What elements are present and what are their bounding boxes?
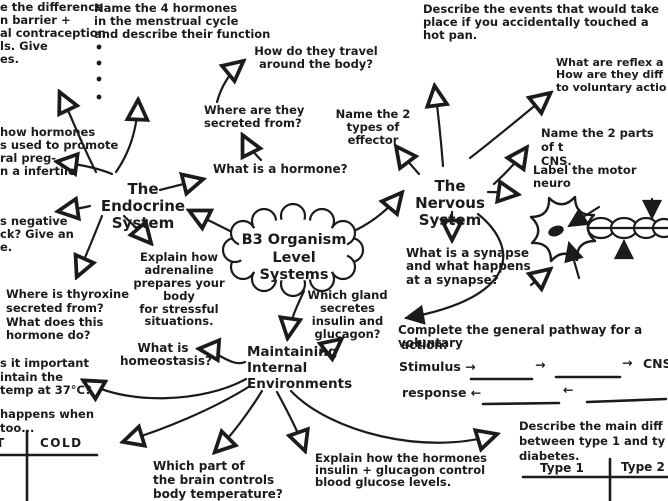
neuron-arrow-dendrite xyxy=(531,271,548,285)
arrow-nervous-effectors xyxy=(398,149,421,176)
temperature-table-lines xyxy=(0,429,99,501)
question-where-secreted: Where are they secreted from? xyxy=(204,103,305,130)
neuron-arrow-cell-body xyxy=(564,241,584,280)
question-contraception-fragment: e the difference n barrier + al contrace… xyxy=(0,0,106,66)
pathway-cns-label: CNS xyxy=(643,356,668,371)
question-brain-temperature: Which part of the brain controls body te… xyxy=(153,459,283,501)
pathway-title: Complete the general pathway for a volun… xyxy=(398,323,643,351)
arrow-maintaining-glucose xyxy=(275,390,304,448)
arrow-nervous-motor-neuron xyxy=(486,192,515,194)
motor-neuron-drawing xyxy=(531,195,668,285)
node-endocrine-system: The Endocrine System xyxy=(100,180,186,232)
arrow-nervous-pathway xyxy=(404,212,505,325)
question-adrenaline: Explain how adrenaline prepares your bod… xyxy=(133,250,225,329)
question-synapse: What is a synapse and what happens at a … xyxy=(406,246,531,287)
arrow-center-maintaining xyxy=(288,289,306,335)
arrow-endocrine-hormone xyxy=(158,180,200,190)
pathway-arrow-1: → xyxy=(535,357,546,372)
arrow-maintaining-brain-temp xyxy=(217,389,264,450)
question-reflex-fragment: What are reflex a How are they diff to v… xyxy=(556,56,667,94)
table-diabetes-header-type1: Type 1 xyxy=(540,461,584,475)
question-diabetes-fragment: Describe the main diff between type 1 an… xyxy=(519,419,666,463)
arrow-maintaining-gland xyxy=(320,341,339,353)
arrow-nervous-hot-pan xyxy=(435,89,443,168)
pathway-blank-lines xyxy=(469,375,668,406)
diabetes-table-lines xyxy=(521,457,668,501)
question-thyroxine: Where is thyroxine secreted from? What d… xyxy=(6,287,130,343)
pathway-stimulus-label: Stimulus → xyxy=(399,359,476,374)
arrow-nervous-reflex xyxy=(468,95,548,160)
node-b3-organism-level-systems: B3 Organism Level Systems xyxy=(241,232,347,284)
question-label-motor-neuron-fragment: Label the motor neuro xyxy=(533,163,637,190)
question-cns-parts-fragment: Name the 2 parts of t CNS. xyxy=(541,126,654,168)
question-menstrual-hormones: Name the 4 hormones in the menstrual cyc… xyxy=(94,1,271,41)
question-insulin-glucagon: Explain how the hormones insulin + gluca… xyxy=(315,451,488,490)
arrow-maintaining-diabetes xyxy=(289,389,494,443)
pathway-response-label: response ← xyxy=(402,385,482,400)
table-diabetes-header-type2: Type 2 xyxy=(621,460,665,474)
arrow-maintaining-temp37 xyxy=(86,377,248,398)
dotted-line xyxy=(96,44,102,100)
pathway-arrow-2: → xyxy=(622,355,633,370)
table-temp-header-hot-fragment: T xyxy=(0,436,5,450)
pathway-arrow-3: ← xyxy=(563,382,574,397)
question-infertile-fragment: how hormones s used to promote ral preg-… xyxy=(0,125,119,178)
arrow-endocrine-contraception xyxy=(61,95,98,174)
node-maintaining-internal-environments: Maintaining Internal Environments xyxy=(247,344,353,392)
question-effector-types: Name the 2 types of effector xyxy=(335,107,411,147)
table-temp-header-cold: COLD xyxy=(40,436,83,450)
arrow-maintaining-hot-cold xyxy=(126,384,252,441)
question-negative-feedback-fragment: s negative ck? Give an e. xyxy=(0,214,74,254)
arrow-hormone-secreted xyxy=(244,138,261,162)
node-nervous-system: The Nervous System xyxy=(415,177,485,229)
arrow-endocrine-menstrual xyxy=(114,103,138,174)
arrow-secreted-travel xyxy=(215,63,241,104)
question-too-fragment: happens when too... xyxy=(0,407,95,435)
question-what-is-hormone: What is a hormone? xyxy=(213,162,348,176)
question-hot-pan: Describe the events that would take plac… xyxy=(423,2,660,42)
nucleus xyxy=(548,225,564,237)
question-homeostasis: What is homeostasis? xyxy=(120,341,213,369)
arrow-endocrine-negative-feedback xyxy=(61,206,92,211)
cloud-shape xyxy=(221,202,365,298)
arrow-endocrine-thyroxine xyxy=(78,214,104,274)
arrow-maintaining-homeostasis xyxy=(202,349,247,365)
arrow-endocrine-infertile xyxy=(60,162,114,174)
arrow-endocrine-adrenaline xyxy=(122,214,149,241)
question-temp37-fragment: s it important intain the temp at 37°C? xyxy=(0,356,92,398)
question-travel-body: How do they travel around the body? xyxy=(254,44,378,71)
neuron-arrow-nucleus xyxy=(567,205,601,228)
arrow-center-nervous xyxy=(354,195,400,232)
arrow-center-endocrine xyxy=(192,212,232,233)
question-which-gland: Which gland secretes insulin and glucago… xyxy=(307,288,388,341)
pathway-action-label: action: xyxy=(401,338,448,352)
